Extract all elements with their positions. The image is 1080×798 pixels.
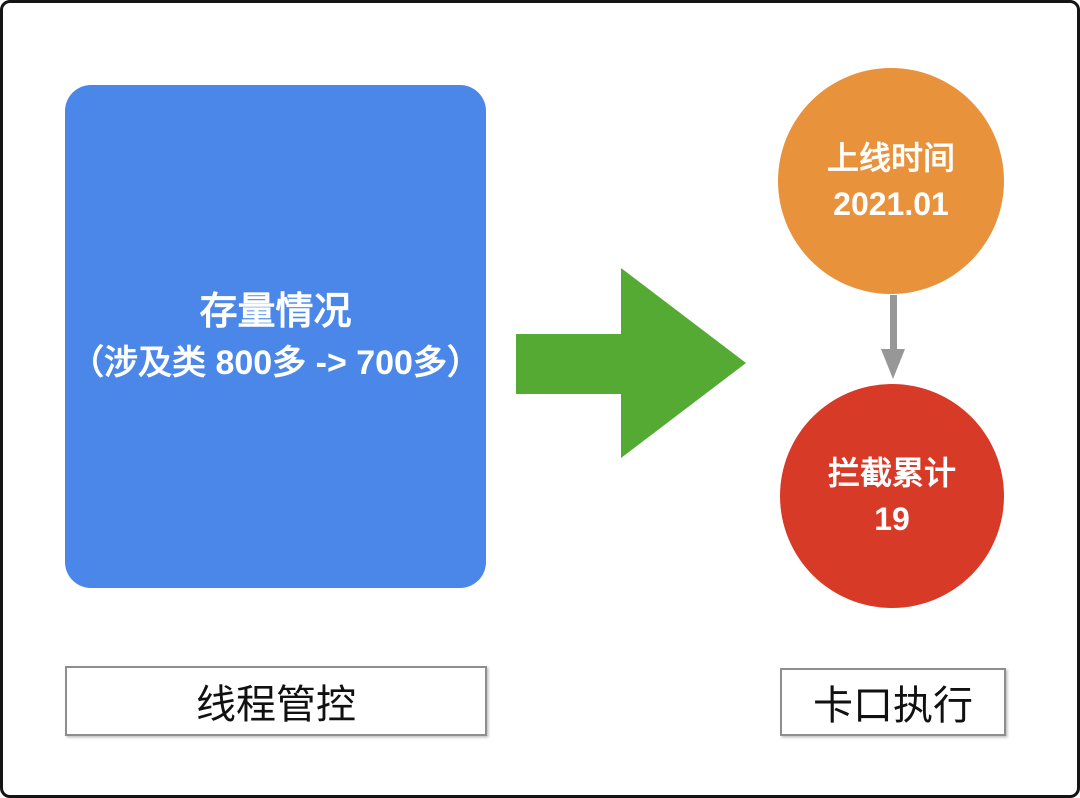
thread-control-label-text: 线程管控 [196,683,356,727]
intercept-count-value: 19 [874,501,910,537]
down-arrow-shaft [890,295,897,353]
right-arrow-icon [516,268,746,458]
launch-time-title: 上线时间 [826,139,955,176]
right-arrow-shape [516,268,746,458]
down-arrow-icon [881,295,905,379]
checkpoint-exec-label-text: 卡口执行 [813,684,973,728]
launch-time-value: 2021.01 [833,186,949,222]
checkpoint-exec-group-label: 卡口执行 [780,668,1006,736]
stock-status-detail: （涉及类 800多 -> 700多） [70,344,481,382]
launch-time-node: 上线时间 2021.01 [778,68,1004,294]
stock-status-title: 存量情况 [199,290,352,333]
stock-status-node: 存量情况 （涉及类 800多 -> 700多） [65,85,486,588]
intercept-count-node: 拦截累计 19 [780,384,1004,608]
thread-control-group-label: 线程管控 [65,666,487,736]
intercept-count-title: 拦截累计 [827,454,956,491]
down-arrow-head [881,349,905,379]
